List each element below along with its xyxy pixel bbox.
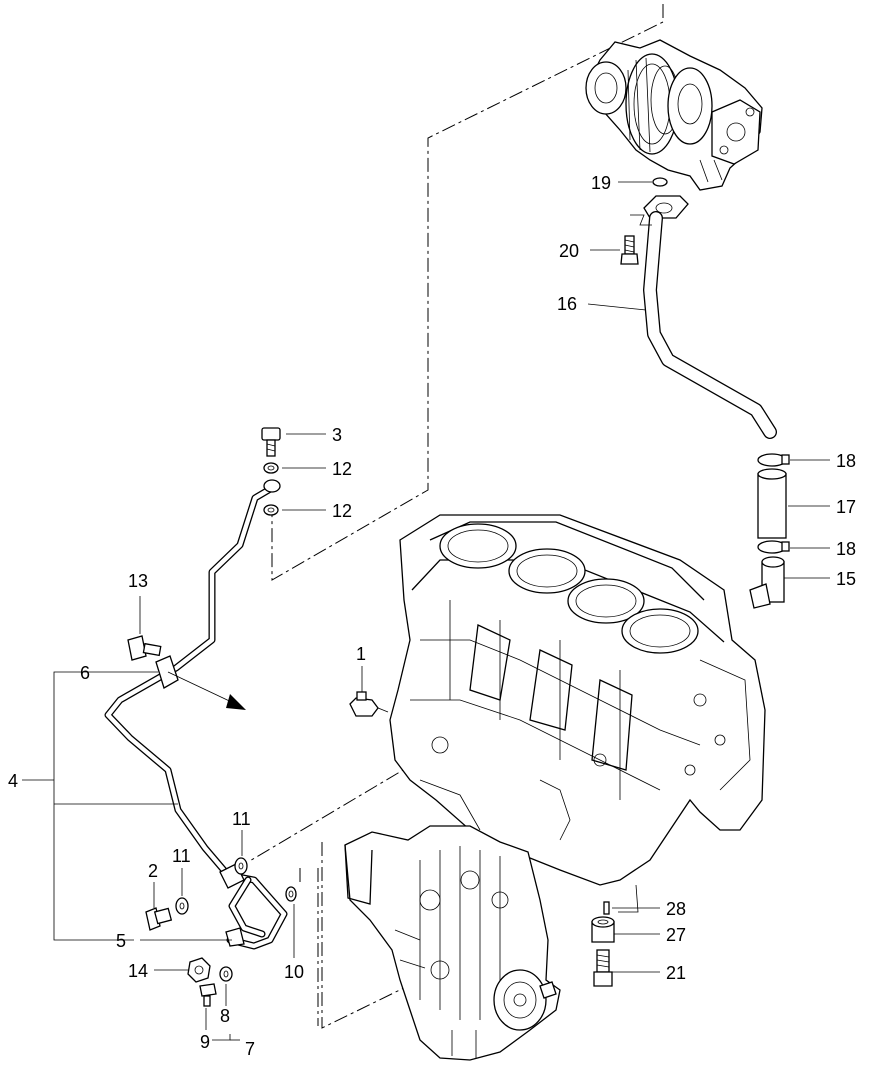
part-19-gasket [652,177,668,187]
callout-18-lower: 18 [836,539,856,559]
part-3-banjo-bolt [261,427,281,457]
part-8-washer [219,966,233,982]
callout-3: 3 [332,425,342,445]
callout-2: 2 [148,861,158,881]
callout-28: 28 [666,899,686,919]
callout-17: 17 [836,497,856,517]
part-10-washer [285,886,297,902]
callout-11-left: 11 [172,846,191,866]
part-12-washer-upper [263,462,279,474]
part-1-oil-pressure-switch [349,691,389,717]
callout-8: 8 [220,1006,230,1026]
callout-4: 4 [8,771,18,791]
callout-20: 20 [559,241,579,261]
part-15-elbow-fitting [749,556,785,609]
phantom-lines [247,4,664,1029]
callout-9: 9 [200,1032,210,1052]
part-17-hose [757,468,787,539]
injection-pump [344,825,561,1061]
callout-13: 13 [128,571,148,591]
callout-27: 27 [666,925,686,945]
callout-7: 7 [245,1039,255,1059]
callout-1: 1 [356,644,366,664]
part-12-washer-lower [263,504,279,516]
part-21-bolt [593,949,613,987]
callout-11-right: 11 [232,809,251,829]
callout-10: 10 [284,962,304,982]
turbocharger [585,39,763,191]
part-27-collar [591,916,615,943]
callout-5: 5 [116,931,126,951]
callout-12-lower: 12 [332,501,352,521]
part-11-washer-left [175,897,189,915]
callout-15: 15 [836,569,856,589]
callout-18-upper: 18 [836,451,856,471]
callout-12-upper: 12 [332,459,352,479]
part-20-bolt [620,235,639,265]
part-6-pipe-clamp [155,655,246,710]
part-18-hose-clamp-lower [757,540,790,554]
part-13-bolt [127,635,162,661]
part-11-washer-right [234,857,248,875]
part-28-pin [603,884,639,915]
part-2-banjo-bolt [145,907,173,931]
leader-lines [22,181,830,1041]
part-18-hose-clamp-upper [757,453,790,467]
callout-14: 14 [128,961,148,981]
part-16-oil-return-pipe [630,195,777,439]
callout-labels: 19 20 16 3 12 12 18 17 18 15 13 1 6 4 5 … [8,173,856,1059]
callout-19: 19 [591,173,611,193]
part-14-nut [187,957,211,983]
part-4-oil-pipe-assembly [104,479,288,950]
engine-block [389,514,766,886]
part-9-bolt [199,983,217,1007]
callout-21: 21 [666,963,686,983]
callout-6: 6 [80,663,90,683]
callout-16: 16 [557,294,577,314]
